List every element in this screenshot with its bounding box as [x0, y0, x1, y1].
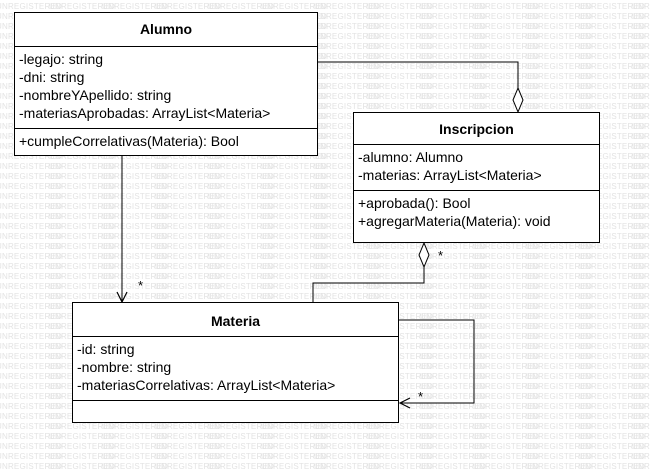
class-name: Alumno [15, 13, 317, 47]
operation: +aprobada(): Bool [358, 195, 471, 211]
operations-compartment: +cumpleCorrelativas(Materia): Bool [15, 129, 317, 154]
attribute: -alumno: Alumno [358, 149, 464, 165]
attribute: -dni: string [19, 69, 85, 85]
materia-self-arrow [399, 319, 475, 403]
multiplicity-inscripcion-materia: * [438, 248, 444, 263]
attribute: -materiasCorrelativas: ArrayList<Materia… [77, 377, 336, 393]
attribute: -nombre: string [77, 359, 172, 375]
operation: +cumpleCorrelativas(Materia): Bool [19, 133, 239, 149]
attribute: -legajo: string [19, 51, 104, 67]
attributes-compartment: -id: string -nombre: string -materiasCor… [73, 337, 398, 401]
operations-compartment [73, 401, 398, 408]
attribute: -nombreYApellido: string [19, 87, 172, 103]
attribute: -materias: ArrayList<Materia> [358, 167, 542, 183]
class-materia[interactable]: Materia -id: string -nombre: string -mat… [72, 302, 399, 423]
class-name: Inscripcion [354, 113, 599, 145]
aggregation-diamond-inscripcion-bottom [418, 241, 430, 269]
attributes-compartment: -alumno: Alumno -materias: ArrayList<Mat… [354, 145, 599, 191]
attribute: -materiasAprobadas: ArrayList<Materia> [19, 105, 271, 121]
multiplicity-alumno-materia: * [138, 278, 144, 293]
alumno-inscripcion-line [318, 61, 519, 88]
attributes-compartment: -legajo: string -dni: string -nombreYApe… [15, 47, 317, 129]
class-inscripcion[interactable]: Inscripcion -alumno: Alumno -materias: A… [353, 112, 600, 243]
class-name: Materia [73, 303, 398, 337]
class-alumno[interactable]: Alumno -legajo: string -dni: string -nom… [14, 12, 318, 156]
operation: +agregarMateria(Materia): void [358, 213, 551, 229]
aggregation-diamond-inscripcion-top [512, 86, 524, 114]
operations-compartment: +aprobada(): Bool +agregarMateria(Materi… [354, 191, 599, 234]
inscripcion-materia-line [312, 267, 425, 302]
attribute: -id: string [77, 341, 135, 357]
multiplicity-materia-self: * [418, 389, 424, 404]
